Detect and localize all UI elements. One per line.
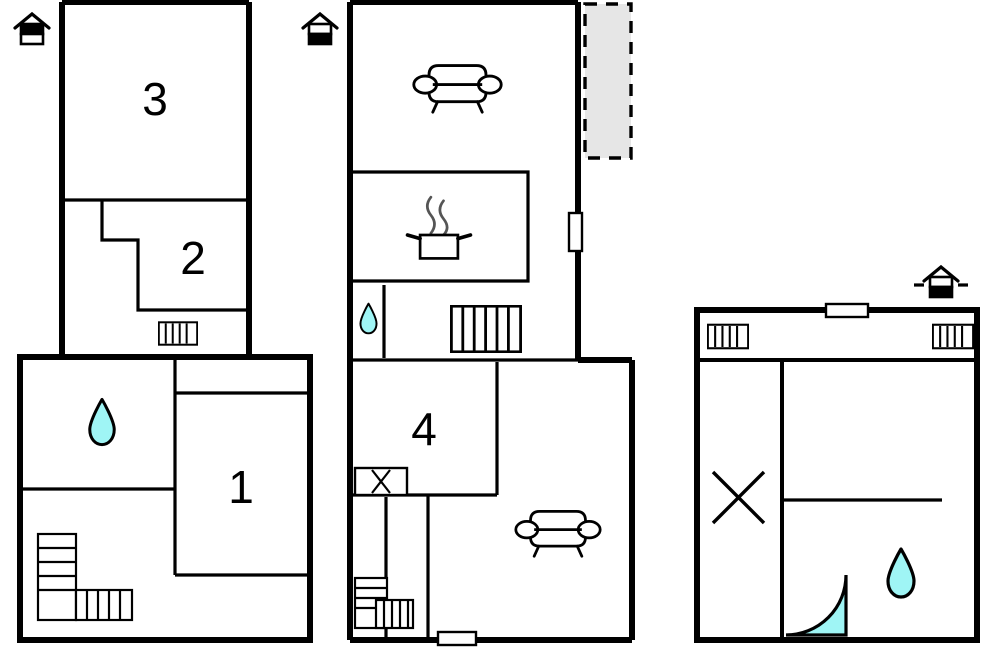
left-stepped-wall: [100, 200, 249, 312]
room-label: 4: [411, 403, 437, 455]
sofa-icon: [514, 509, 602, 558]
middle-outline: [347, 0, 635, 643]
sofa-icon: [412, 64, 503, 114]
room-label: 3: [142, 73, 168, 125]
cross-mark-icon: [711, 470, 766, 525]
water-drop-icon: [88, 397, 116, 447]
cooking-pot-icon: [405, 195, 473, 261]
terrace-area: [583, 2, 633, 160]
north-indicator-icon: [13, 12, 51, 46]
room-label: 1: [228, 461, 254, 513]
appliance-icon: [353, 466, 409, 497]
door-icon: [824, 302, 870, 319]
middle-kitchen-walls: [352, 170, 530, 283]
middle-floor-plan: 4: [301, 0, 635, 647]
water-drop-icon: [886, 547, 916, 599]
stair-icon: [36, 532, 134, 622]
pool-quarter-icon: [785, 574, 848, 637]
door-icon: [567, 211, 584, 253]
north-indicator-icon: [301, 12, 339, 46]
stair-icon: [353, 576, 415, 630]
room-label: 2: [180, 232, 206, 284]
stair-icon: [450, 305, 522, 353]
right-floor-plan: [694, 265, 980, 643]
north-indicator-icon: [913, 265, 969, 299]
door-icon: [436, 630, 478, 647]
left-lower-outline: [17, 354, 313, 643]
left-floor-plan: 3 2 1: [13, 0, 313, 643]
window-icon: [158, 321, 198, 346]
water-drop-icon: [359, 302, 378, 335]
left-upper-outline: [59, 0, 252, 360]
window-icon: [932, 323, 974, 350]
window-icon: [707, 323, 749, 350]
